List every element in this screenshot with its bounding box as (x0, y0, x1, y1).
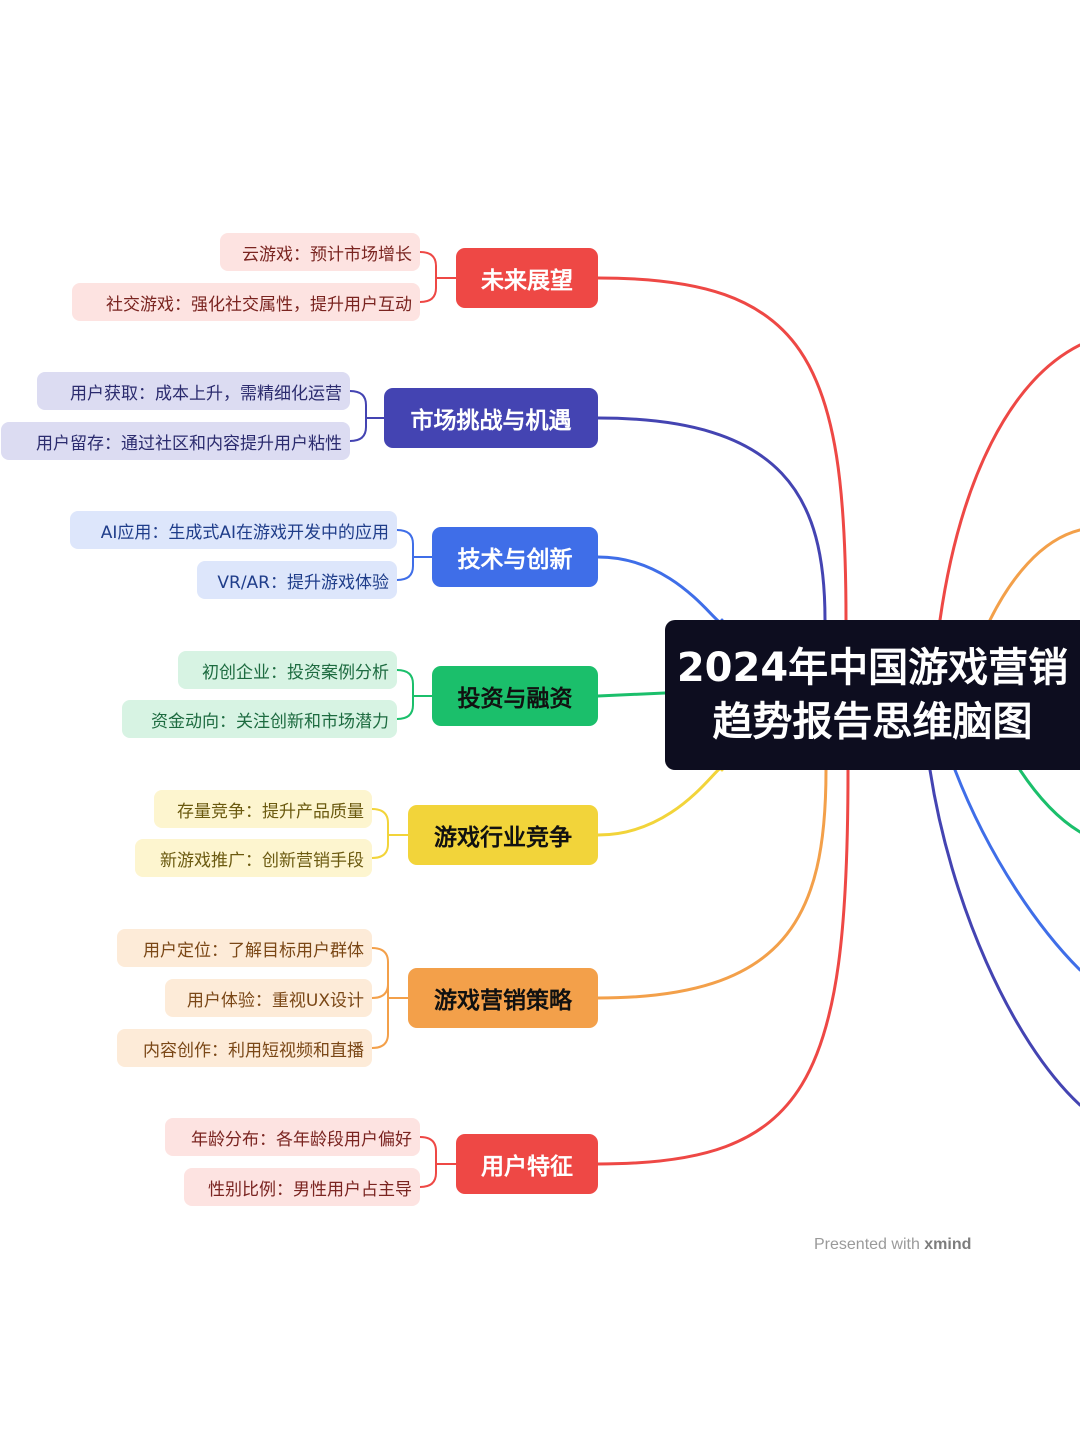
leaf-connector-users-2 (419, 1163, 457, 1188)
leaf-connector-future-2 (419, 277, 457, 303)
right-branch-connector-2 (988, 528, 1080, 622)
leaf-connector-future-1 (419, 251, 457, 279)
branch-users[interactable]: 用户特征 (456, 1134, 598, 1194)
xmind-brand: xmind (924, 1236, 972, 1253)
branch-label: 市场挑战与机遇 (410, 408, 572, 434)
branch-label: 投资与融资 (457, 686, 573, 712)
branch-future[interactable]: 未来展望 (456, 248, 598, 308)
branch-tech[interactable]: 技术与创新 (432, 527, 598, 587)
leaf-compete-1[interactable]: 存量竞争：提升产品质量 (154, 790, 372, 828)
branch-connector-strategy (596, 768, 828, 1000)
leaf-connector-invest-2 (396, 695, 433, 720)
leaf-tech-2[interactable]: VR/AR：提升游戏体验 (197, 561, 397, 599)
leaf-market-2[interactable]: 用户留存：通过社区和内容提升用户粘性 (1, 422, 350, 460)
branch-invest[interactable]: 投资与融资 (432, 666, 598, 726)
leaf-users-1[interactable]: 年龄分布：各年龄段用户偏好 (165, 1118, 420, 1156)
leaf-market-1[interactable]: 用户获取：成本上升，需精细化运营 (37, 372, 350, 410)
leaf-connector-strategy-1 (371, 947, 409, 999)
footer-prefix: Presented with (814, 1236, 925, 1253)
leaf-connector-market-2 (349, 417, 385, 442)
central-topic-line-1: 2024年中国游戏营销 (676, 645, 1069, 691)
leaf-future-1[interactable]: 云游戏：预计市场增长 (220, 233, 420, 271)
leaf-connector-strategy-2 (371, 983, 409, 999)
leaf-strategy-2[interactable]: 用户体验：重视UX设计 (165, 979, 372, 1017)
branch-connector-compete (596, 766, 724, 837)
branch-label: 未来展望 (481, 268, 573, 294)
leaf-connector-tech-2 (396, 556, 433, 581)
branch-label: 技术与创新 (457, 547, 573, 573)
central-topic[interactable]: 2024年中国游戏营销 趋势报告思维脑图 (665, 620, 1080, 770)
leaf-future-2[interactable]: 社交游戏：强化社交属性，提升用户互动 (72, 283, 420, 321)
branch-connector-tech (596, 555, 724, 624)
leaf-connector-market-1 (349, 390, 385, 419)
leaf-invest-2[interactable]: 资金动向：关注创新和市场潜力 (122, 700, 397, 738)
right-branch-connector-5 (928, 768, 1080, 1107)
leaf-strategy-3[interactable]: 内容创作：利用短视频和直播 (117, 1029, 372, 1067)
leaf-invest-1[interactable]: 初创企业：投资案例分析 (178, 651, 397, 689)
branch-connector-future (596, 276, 848, 622)
branch-strategy[interactable]: 游戏营销策略 (408, 968, 598, 1028)
leaf-users-2[interactable]: 性别比例：男性用户占主导 (184, 1168, 420, 1206)
leaf-compete-2[interactable]: 新游戏推广：创新营销手段 (135, 839, 372, 877)
leaf-tech-1[interactable]: AI应用：生成式AI在游戏开发中的应用 (70, 511, 397, 549)
branch-label: 游戏营销策略 (434, 988, 572, 1014)
leaf-connector-users-1 (419, 1136, 457, 1165)
leaf-connector-compete-1 (371, 808, 409, 836)
right-branch-connector-4 (953, 768, 1080, 972)
presented-with-xmind: Presented with xmind (814, 1236, 971, 1254)
leaf-strategy-1[interactable]: 用户定位：了解目标用户群体 (117, 929, 372, 967)
branch-compete[interactable]: 游戏行业竞争 (408, 805, 598, 865)
branch-label: 游戏行业竞争 (434, 825, 572, 851)
branch-connector-users (596, 768, 850, 1166)
leaf-connector-tech-1 (396, 529, 433, 558)
branch-connector-invest (596, 691, 667, 698)
leaf-connector-invest-1 (396, 669, 433, 697)
right-branch-connector-3 (1018, 768, 1080, 834)
branch-market[interactable]: 市场挑战与机遇 (384, 388, 598, 448)
branch-label: 用户特征 (481, 1154, 573, 1180)
leaf-connector-strategy-3 (371, 997, 409, 1049)
leaf-connector-compete-2 (371, 834, 409, 859)
branch-connector-market (596, 416, 827, 622)
central-topic-line-2: 趋势报告思维脑图 (712, 699, 1033, 745)
right-branch-connector-1 (938, 343, 1080, 622)
